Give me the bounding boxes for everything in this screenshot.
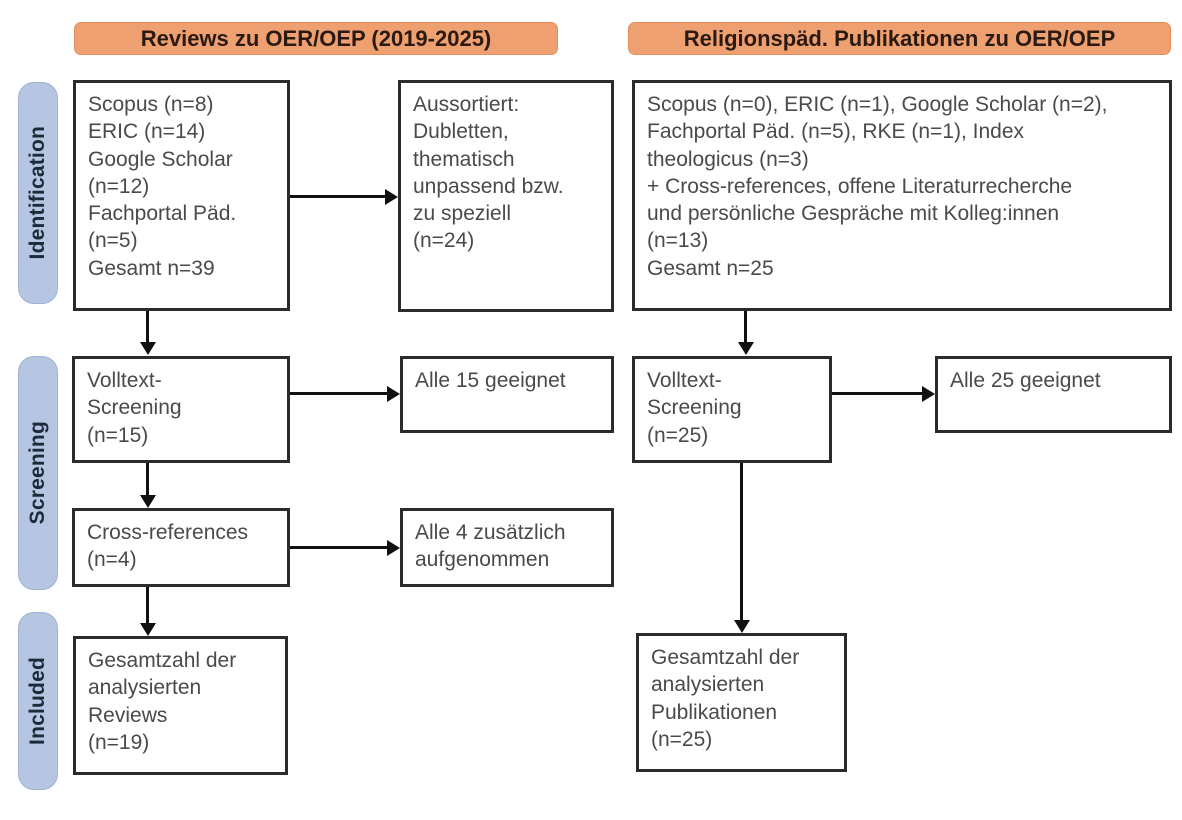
phase-tab-screening: Screening xyxy=(18,356,58,590)
phase-tab-screening-label: Screening xyxy=(26,421,49,525)
phase-tab-included: Included xyxy=(18,612,58,790)
box-left-cross-references-result: Alle 4 zusätzlich aufgenommen xyxy=(400,508,614,587)
connector-right-screening-to-result xyxy=(832,392,922,395)
arrowhead-right-sources-to-screening xyxy=(738,342,754,355)
box-right-identification-sources: Scopus (n=0), ERIC (n=1), Google Scholar… xyxy=(632,80,1172,311)
connector-left-crossrefs-to-result xyxy=(290,546,387,549)
box-left-identification-sources: Scopus (n=8) ERIC (n=14) Google Scholar … xyxy=(73,80,290,311)
box-left-cross-references: Cross-references (n=4) xyxy=(72,508,290,587)
connector-right-sources-to-screening xyxy=(744,311,747,342)
phase-tab-identification-label: Identification xyxy=(26,126,49,260)
phase-tab-identification: Identification xyxy=(18,82,58,304)
column-header-right: Religionspäd. Publikationen zu OER/OEP xyxy=(628,22,1171,55)
column-header-left: Reviews zu OER/OEP (2019-2025) xyxy=(74,22,558,55)
arrowhead-left-crossrefs-to-included xyxy=(140,623,156,636)
arrowhead-left-screening-to-crossrefs xyxy=(140,495,156,508)
arrowhead-left-sources-to-excluded xyxy=(385,189,398,205)
arrowhead-left-crossrefs-to-result xyxy=(387,540,400,556)
box-right-included-total: Gesamtzahl der analysierten Publikatione… xyxy=(636,633,847,772)
box-left-excluded: Aussortiert: Dubletten, thematisch unpas… xyxy=(398,80,614,312)
arrowhead-right-screening-to-included xyxy=(734,620,750,633)
column-header-right-label: Religionspäd. Publikationen zu OER/OEP xyxy=(683,25,1116,51)
arrowhead-right-screening-to-result xyxy=(922,386,935,402)
phase-tab-included-label: Included xyxy=(26,657,49,745)
connector-left-screening-to-result xyxy=(290,392,387,395)
box-left-included-total: Gesamtzahl der analysierten Reviews (n=1… xyxy=(73,636,288,775)
arrowhead-left-screening-to-result xyxy=(387,386,400,402)
connector-left-sources-to-screening xyxy=(146,311,149,342)
box-right-fulltext-screening: Volltext- Screening (n=25) xyxy=(632,356,832,463)
connector-left-sources-to-excluded xyxy=(290,195,385,198)
connector-left-screening-to-crossrefs xyxy=(146,463,149,495)
arrowhead-left-sources-to-screening xyxy=(140,342,156,355)
box-right-fulltext-result: Alle 25 geeignet xyxy=(935,356,1172,433)
box-left-fulltext-result: Alle 15 geeignet xyxy=(400,356,614,433)
connector-left-crossrefs-to-included xyxy=(146,587,149,623)
connector-right-screening-to-included xyxy=(740,463,743,620)
column-header-left-label: Reviews zu OER/OEP (2019-2025) xyxy=(140,25,492,51)
box-left-fulltext-screening: Volltext- Screening (n=15) xyxy=(72,356,290,463)
